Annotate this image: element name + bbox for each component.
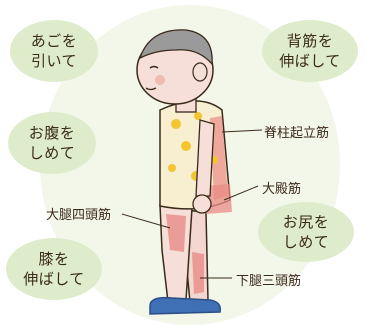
label-quadriceps: 大腿四頭筋 <box>46 204 111 223</box>
label-triceps-surae: 下腿三頭筋 <box>236 270 301 289</box>
label-gluteus-maximus: 大殿筋 <box>262 178 301 197</box>
tip-back-bubble: 背筋を 伸ばして <box>262 20 358 82</box>
calf-highlight <box>192 252 204 294</box>
cheek <box>155 75 165 85</box>
tip-knees-bubble: 膝を 伸ばして <box>6 238 102 300</box>
label-erector-spinae: 脊柱起立筋 <box>264 122 329 141</box>
tip-belly-bubble: お腹を しめて <box>8 112 96 174</box>
shoes <box>150 298 220 314</box>
tip-chin-bubble: あごを 引いて <box>10 20 98 82</box>
ear <box>193 63 207 81</box>
hand <box>193 195 211 213</box>
tip-hips-bubble: お尻を しめて <box>258 202 354 262</box>
